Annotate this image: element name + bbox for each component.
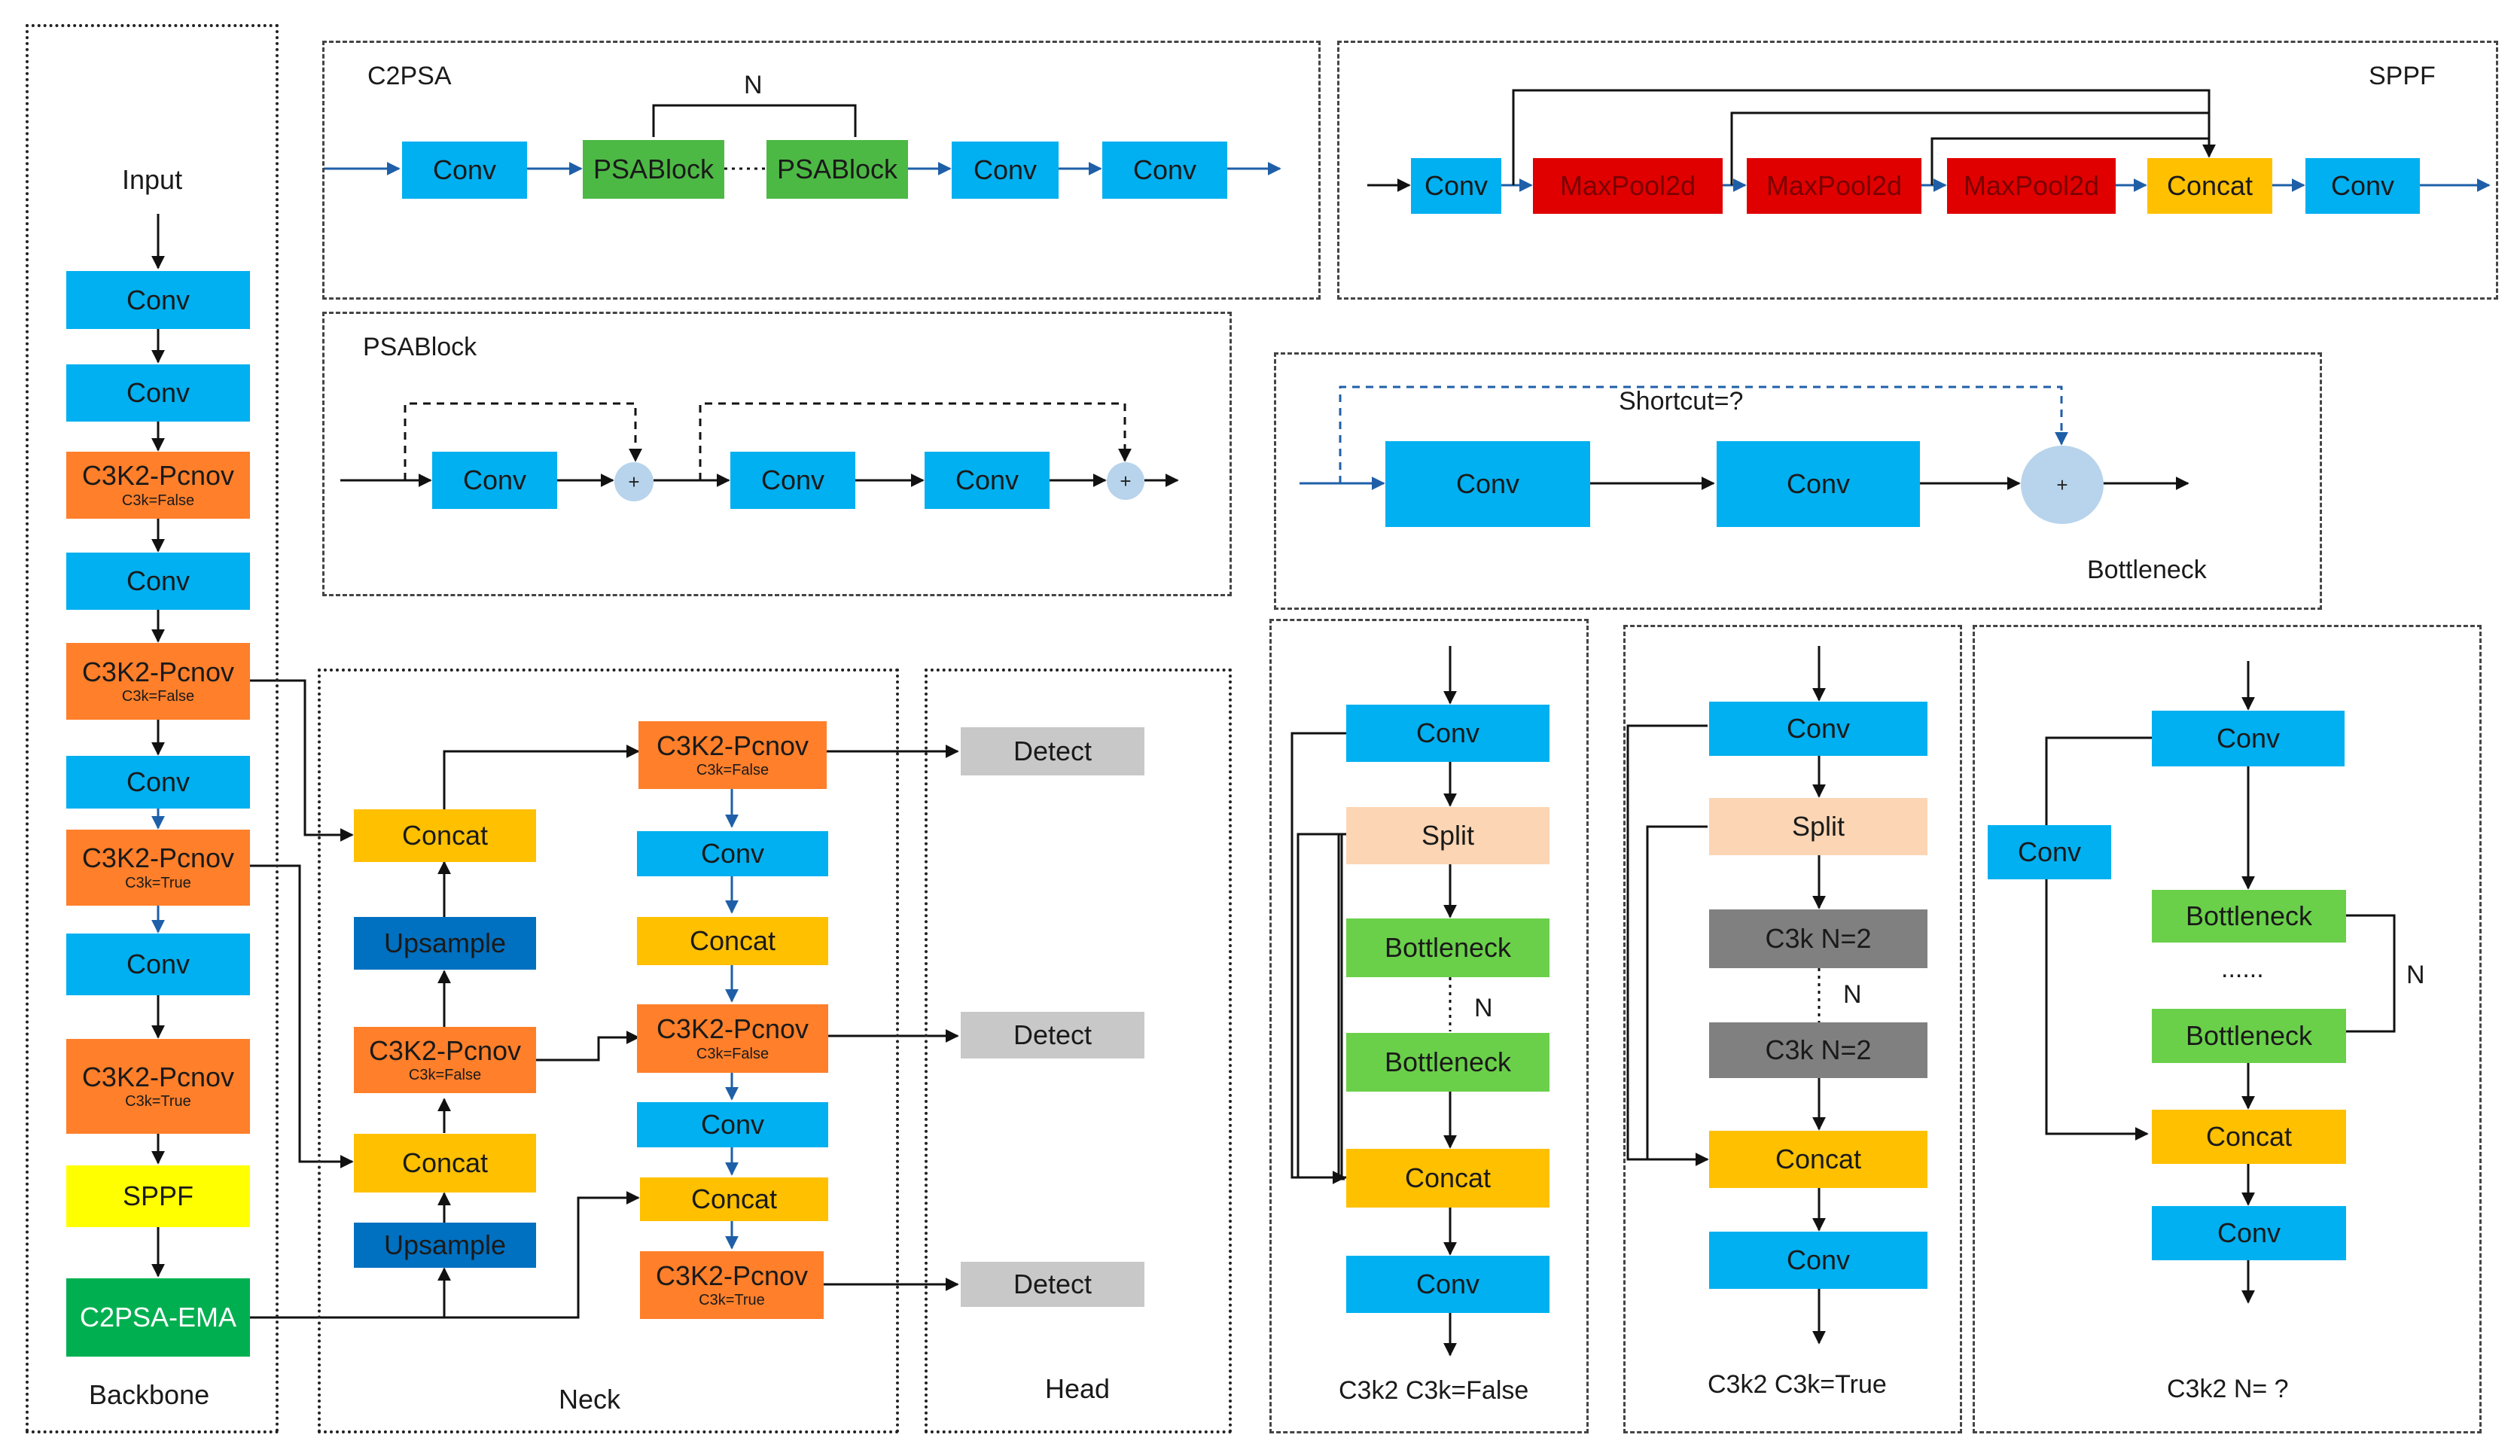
- c2psa-panel: [322, 41, 1321, 300]
- c3k2-n-n-label: N: [2406, 961, 2425, 989]
- c3k2-false-panel: [1269, 619, 1589, 1433]
- c3k2-false-panel-title: C3k2 C3k=False: [1339, 1376, 1529, 1405]
- backbone-conv-4: Conv: [66, 756, 250, 809]
- neck-upsample-1: Upsample: [354, 917, 536, 970]
- c3k2-false-n-label: N: [1474, 994, 1493, 1022]
- neck-panel: [318, 669, 899, 1433]
- c3k2-n-bottleneck-1: Bottleneck: [2152, 890, 2346, 943]
- c3k2-n-conv-side: Conv: [1988, 825, 2111, 879]
- bottleneck-panel: [1274, 352, 2322, 610]
- c3k2-false-bottleneck-2: Bottleneck: [1346, 1033, 1549, 1092]
- head-title: Head: [1045, 1373, 1111, 1404]
- backbone-c2psa-ema: C2PSA-EMA: [66, 1278, 250, 1357]
- sppf-panel-title: SPPF: [2369, 62, 2436, 90]
- backbone-conv-3: Conv: [66, 553, 250, 610]
- sppf-conv-1: Conv: [1411, 158, 1501, 214]
- psablock-conv-3: Conv: [925, 452, 1050, 509]
- head-detect-2: Detect: [961, 1012, 1144, 1058]
- c2psa-n-label: N: [744, 71, 763, 99]
- neck-concat-2: Concat: [354, 1134, 536, 1193]
- c3k2-n-panel-title: C3k2 N= ?: [2167, 1375, 2289, 1403]
- psablock-panel: [322, 312, 1232, 596]
- neck-concat-4: Concat: [640, 1177, 828, 1221]
- backbone-conv-2: Conv: [66, 364, 250, 422]
- bottleneck-conv-2: Conv: [1717, 441, 1920, 527]
- c3k2-n-conv-top: Conv: [2152, 711, 2345, 766]
- backbone-sppf: SPPF: [66, 1165, 250, 1227]
- backbone-panel: [26, 24, 279, 1433]
- head-panel: [925, 669, 1232, 1433]
- neck-title: Neck: [559, 1384, 621, 1415]
- c3k2-true-conv-1: Conv: [1709, 702, 1927, 756]
- c3k2-false-split: Split: [1346, 807, 1549, 864]
- c3k2-true-panel: [1623, 625, 1962, 1433]
- c2psa-conv-3: Conv: [1102, 142, 1227, 199]
- c3k2-false-conv-2: Conv: [1346, 1256, 1549, 1313]
- bottleneck-panel-title: Bottleneck: [2087, 556, 2207, 584]
- head-detect-1: Detect: [961, 727, 1144, 775]
- neck-conv-2: Conv: [637, 1102, 828, 1147]
- neck-conv-1: Conv: [637, 831, 828, 876]
- c3k2-true-conv-2: Conv: [1709, 1232, 1927, 1289]
- c3k2-false-bottleneck-1: Bottleneck: [1346, 918, 1549, 977]
- neck-upsample-2: Upsample: [354, 1223, 536, 1268]
- c3k2-n-concat: Concat: [2152, 1110, 2346, 1164]
- backbone-conv-5: Conv: [66, 934, 250, 995]
- backbone-conv-1: Conv: [66, 271, 250, 329]
- c2psa-conv-2: Conv: [952, 142, 1059, 199]
- psablock-add-1: +: [614, 462, 654, 501]
- psablock-add-2: +: [1107, 462, 1144, 500]
- bottleneck-shortcut-label: Shortcut=?: [1619, 387, 1744, 416]
- c2psa-conv-1: Conv: [402, 142, 527, 199]
- neck-concat-1: Concat: [354, 809, 536, 862]
- sppf-maxpool-2: MaxPool2d: [1747, 158, 1921, 214]
- bottleneck-add: +: [2021, 446, 2104, 524]
- c3k2-false-concat: Concat: [1346, 1149, 1549, 1208]
- c3k2-n-bottleneck-2: Bottleneck: [2152, 1009, 2346, 1063]
- psablock-conv-2: Conv: [730, 452, 855, 509]
- c3k2-true-panel-title: C3k2 C3k=True: [1708, 1370, 1887, 1399]
- bottleneck-conv-1: Conv: [1385, 441, 1590, 527]
- c2psa-panel-title: C2PSA: [367, 62, 452, 90]
- c3k2-n-conv-bottom: Conv: [2152, 1206, 2346, 1260]
- sppf-panel: [1337, 41, 2498, 300]
- sppf-concat: Concat: [2147, 158, 2272, 214]
- c3k2-true-split: Split: [1709, 798, 1927, 855]
- c2psa-psablock-2: PSABlock: [766, 140, 908, 199]
- psablock-panel-title: PSABlock: [363, 333, 477, 361]
- c3k2-true-concat: Concat: [1709, 1131, 1927, 1188]
- sppf-conv-2: Conv: [2305, 158, 2420, 214]
- c3k2-n-dots: ......: [2221, 955, 2264, 983]
- backbone-title: Backbone: [89, 1379, 210, 1410]
- psablock-conv-1: Conv: [432, 452, 557, 509]
- c3k2-true-c3k-1: C3k N=2: [1709, 909, 1927, 968]
- sppf-maxpool-3: MaxPool2d: [1947, 158, 2116, 214]
- c3k2-true-c3k-2: C3k N=2: [1709, 1022, 1927, 1078]
- c3k2-false-conv-1: Conv: [1346, 705, 1549, 762]
- c3k2-n-panel: [1973, 625, 2482, 1433]
- neck-concat-3: Concat: [637, 917, 828, 965]
- backbone-input-label: Input: [122, 164, 183, 195]
- c2psa-psablock-1: PSABlock: [583, 140, 724, 199]
- sppf-maxpool-1: MaxPool2d: [1533, 158, 1723, 214]
- head-detect-3: Detect: [961, 1262, 1144, 1307]
- c3k2-true-n-label: N: [1843, 980, 1862, 1009]
